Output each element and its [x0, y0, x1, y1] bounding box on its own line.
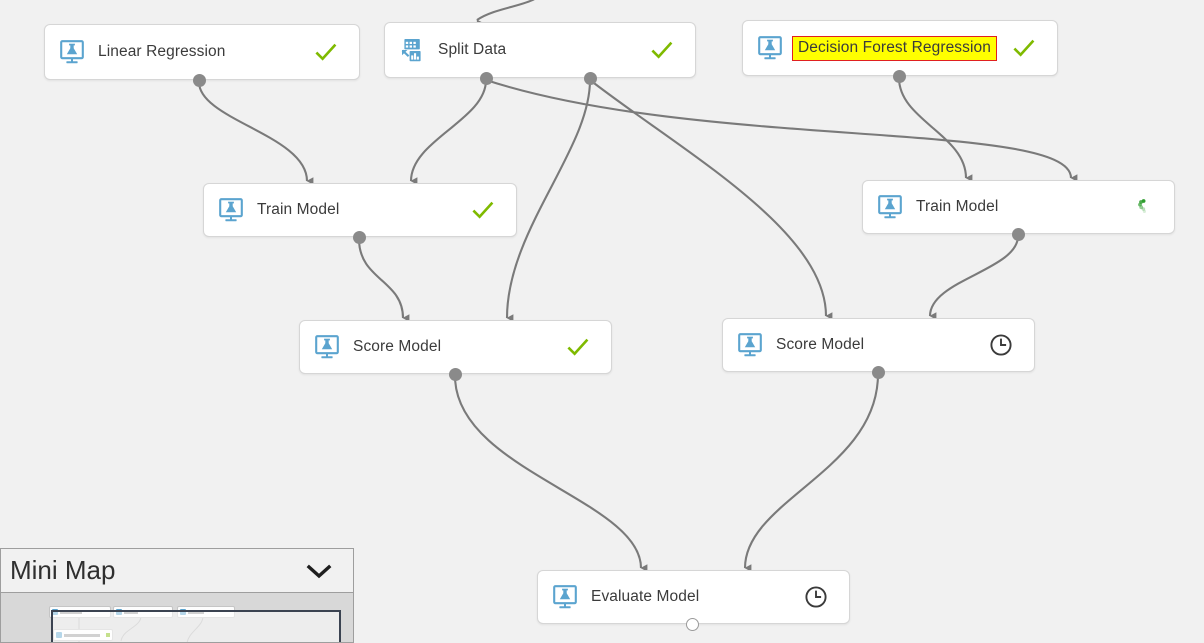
split-data-icon	[399, 37, 425, 63]
node-label: Train Model	[916, 198, 999, 215]
output-port-train-model-left-0[interactable]	[352, 230, 366, 244]
check-icon	[651, 41, 673, 59]
edge-score-model-left-to-evaluate-model[interactable]	[453, 375, 648, 572]
edge-top-offscreen-to-split-data[interactable]	[476, 0, 541, 28]
clock-icon	[990, 334, 1012, 356]
chevron-down-icon[interactable]	[306, 562, 332, 580]
node-label: Train Model	[257, 201, 340, 218]
node-evaluate-model[interactable]: Evaluate Model	[537, 570, 850, 624]
edge-split-data-to-train-model-right[interactable]	[485, 79, 1078, 182]
node-label: Evaluate Model	[591, 588, 700, 605]
experiment-module-icon	[314, 334, 340, 360]
edge-split-data-to-train-model-left[interactable]	[409, 79, 488, 185]
edge-train-model-left-to-score-model-left[interactable]	[357, 238, 410, 322]
status-running-indicator	[1128, 194, 1154, 220]
edge-train-model-right-to-score-model-right[interactable]	[928, 235, 1020, 320]
mini-map-viewport[interactable]	[51, 610, 341, 642]
node-train-model-right[interactable]: Train Model	[862, 180, 1175, 234]
output-port-decision-forest-regression-0[interactable]	[892, 69, 906, 83]
experiment-module-icon	[218, 197, 244, 223]
experiment-module-icon	[738, 333, 762, 357]
experiment-module-icon	[737, 332, 763, 358]
output-port-linear-regression-0[interactable]	[192, 73, 206, 87]
node-decision-forest-regression[interactable]: Decision Forest Regression	[742, 20, 1058, 76]
mini-map-title: Mini Map	[10, 555, 116, 585]
clock-icon	[805, 586, 827, 608]
node-label: Score Model	[353, 338, 442, 355]
edge-score-model-right-to-evaluate-model[interactable]	[743, 373, 880, 572]
edge-decision-forest-regression-to-train-model-right[interactable]	[897, 77, 973, 182]
node-train-model-left[interactable]: Train Model	[203, 183, 517, 237]
experiment-module-icon	[315, 335, 339, 359]
mini-map-thumbnail[interactable]	[1, 593, 353, 642]
output-port-score-model-right-0[interactable]	[871, 365, 885, 379]
edge-split-data-to-score-model-left[interactable]	[505, 79, 592, 322]
status-completed-indicator	[313, 39, 339, 65]
experiment-module-icon	[877, 194, 903, 220]
node-split-data[interactable]: Split Data	[384, 22, 696, 78]
experiment-module-icon	[60, 40, 84, 64]
mini-map-panel[interactable]: Mini Map	[0, 548, 354, 643]
status-completed-indicator	[649, 37, 675, 63]
status-pending-indicator	[988, 332, 1014, 358]
status-pending-indicator	[803, 584, 829, 610]
node-label: Decision Forest Regression	[792, 35, 997, 61]
check-icon	[1013, 39, 1035, 57]
check-icon	[472, 201, 494, 219]
experiment-module-icon	[552, 584, 578, 610]
node-label: Split Data	[438, 41, 507, 58]
node-label: Linear Regression	[98, 43, 226, 60]
spinner-icon	[1138, 199, 1146, 213]
experiment-module-icon	[553, 585, 577, 609]
check-icon	[315, 43, 337, 61]
node-label: Score Model	[776, 336, 865, 353]
split-data-icon	[401, 39, 421, 62]
edge-linear-regression-to-train-model-left[interactable]	[197, 81, 314, 185]
output-port-train-model-right-0[interactable]	[1011, 227, 1025, 241]
output-port-evaluate-model-0[interactable]	[685, 617, 699, 631]
check-icon	[567, 338, 589, 356]
experiment-module-icon	[219, 198, 243, 222]
experiment-module-icon	[59, 39, 85, 65]
output-port-score-model-left-0[interactable]	[448, 367, 462, 381]
output-port-split-data-0[interactable]	[479, 71, 493, 85]
status-completed-indicator	[1011, 35, 1037, 61]
mini-map-header[interactable]: Mini Map	[1, 549, 353, 593]
status-completed-indicator	[565, 334, 591, 360]
node-score-model-left[interactable]: Score Model	[299, 320, 612, 374]
experiment-module-icon	[878, 195, 902, 219]
experiment-module-icon	[757, 35, 783, 61]
edge-split-data-to-score-model-right[interactable]	[589, 79, 833, 320]
output-port-split-data-1[interactable]	[583, 71, 597, 85]
node-score-model-right[interactable]: Score Model	[722, 318, 1035, 372]
node-linear-regression[interactable]: Linear Regression	[44, 24, 360, 80]
experiment-module-icon	[758, 36, 782, 60]
status-completed-indicator	[470, 197, 496, 223]
